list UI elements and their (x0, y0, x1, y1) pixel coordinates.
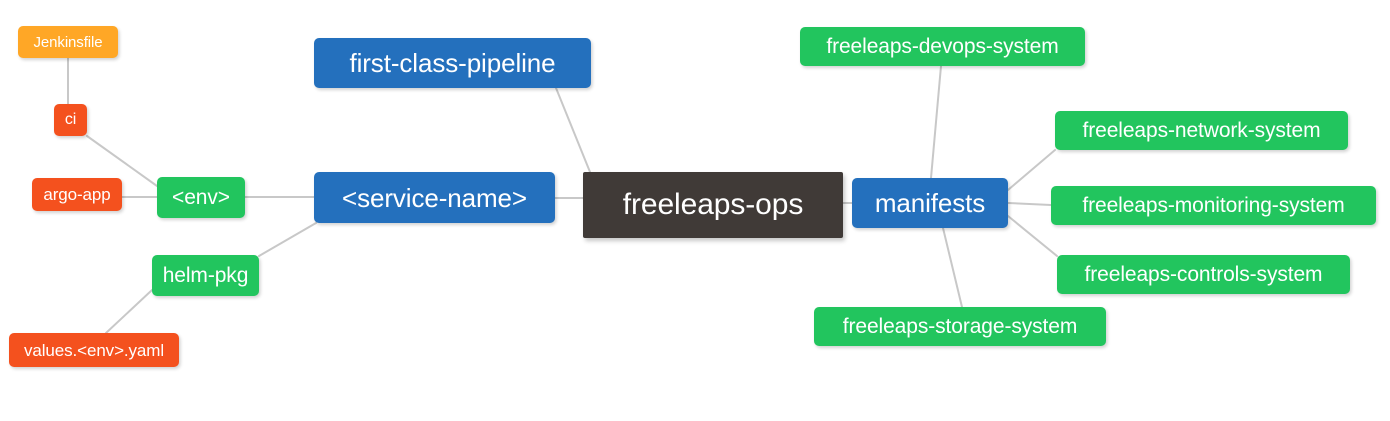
node-freeleaps-storage-system[interactable]: freeleaps-storage-system (814, 307, 1106, 346)
edge-manifests-monitoring (1007, 202, 1052, 206)
node-helm-pkg[interactable]: helm-pkg (152, 255, 259, 296)
node-manifests[interactable]: manifests (852, 178, 1008, 228)
node-values-env-yaml[interactable]: values.<env>.yaml (9, 333, 179, 367)
node-freeleaps-devops-system[interactable]: freeleaps-devops-system (800, 27, 1085, 66)
node-service-name[interactable]: <service-name> (314, 172, 555, 223)
node-argo-app[interactable]: argo-app (32, 178, 122, 211)
node-label-argo-app: argo-app (43, 185, 111, 204)
node-env[interactable]: <env> (157, 177, 245, 218)
edge-service-name-helm-pkg (258, 222, 317, 257)
node-label-freeleaps-storage-system: freeleaps-storage-system (842, 315, 1078, 338)
node-label-values-env-yaml: values.<env>.yaml (23, 340, 165, 360)
node-label-jenkinsfile: Jenkinsfile (33, 33, 103, 51)
node-label-ci: ci (64, 111, 77, 128)
node-first-class-pipeline[interactable]: first-class-pipeline (314, 38, 591, 88)
node-freeleaps-ops[interactable]: freeleaps-ops (583, 172, 843, 238)
node-label-freeleaps-ops: freeleaps-ops (622, 188, 804, 221)
node-label-manifests: manifests (874, 188, 986, 218)
node-freeleaps-monitoring-system[interactable]: freeleaps-monitoring-system (1051, 186, 1376, 225)
node-label-first-class-pipeline: first-class-pipeline (349, 48, 556, 78)
node-label-freeleaps-controls-system: freeleaps-controls-system (1084, 263, 1323, 286)
node-jenkinsfile[interactable]: Jenkinsfile (18, 26, 118, 58)
edge-manifests-devops (930, 65, 942, 179)
node-label-freeleaps-network-system: freeleaps-network-system (1082, 119, 1321, 142)
edge-root-first-class-pipeline (555, 87, 591, 173)
node-freeleaps-network-system[interactable]: freeleaps-network-system (1055, 111, 1348, 150)
node-label-freeleaps-devops-system: freeleaps-devops-system (826, 35, 1059, 58)
edge-manifests-network (1007, 149, 1056, 191)
node-ci[interactable]: ci (54, 104, 87, 136)
node-freeleaps-controls-system[interactable]: freeleaps-controls-system (1057, 255, 1350, 294)
edge-manifests-storage (942, 227, 963, 308)
node-label-helm-pkg: helm-pkg (162, 264, 249, 287)
edge-helm-pkg-values (105, 289, 153, 334)
node-label-env: <env> (172, 186, 230, 209)
node-label-freeleaps-monitoring-system: freeleaps-monitoring-system (1082, 194, 1345, 217)
edge-manifests-controls (1007, 215, 1058, 257)
node-label-service-name: <service-name> (341, 182, 528, 213)
